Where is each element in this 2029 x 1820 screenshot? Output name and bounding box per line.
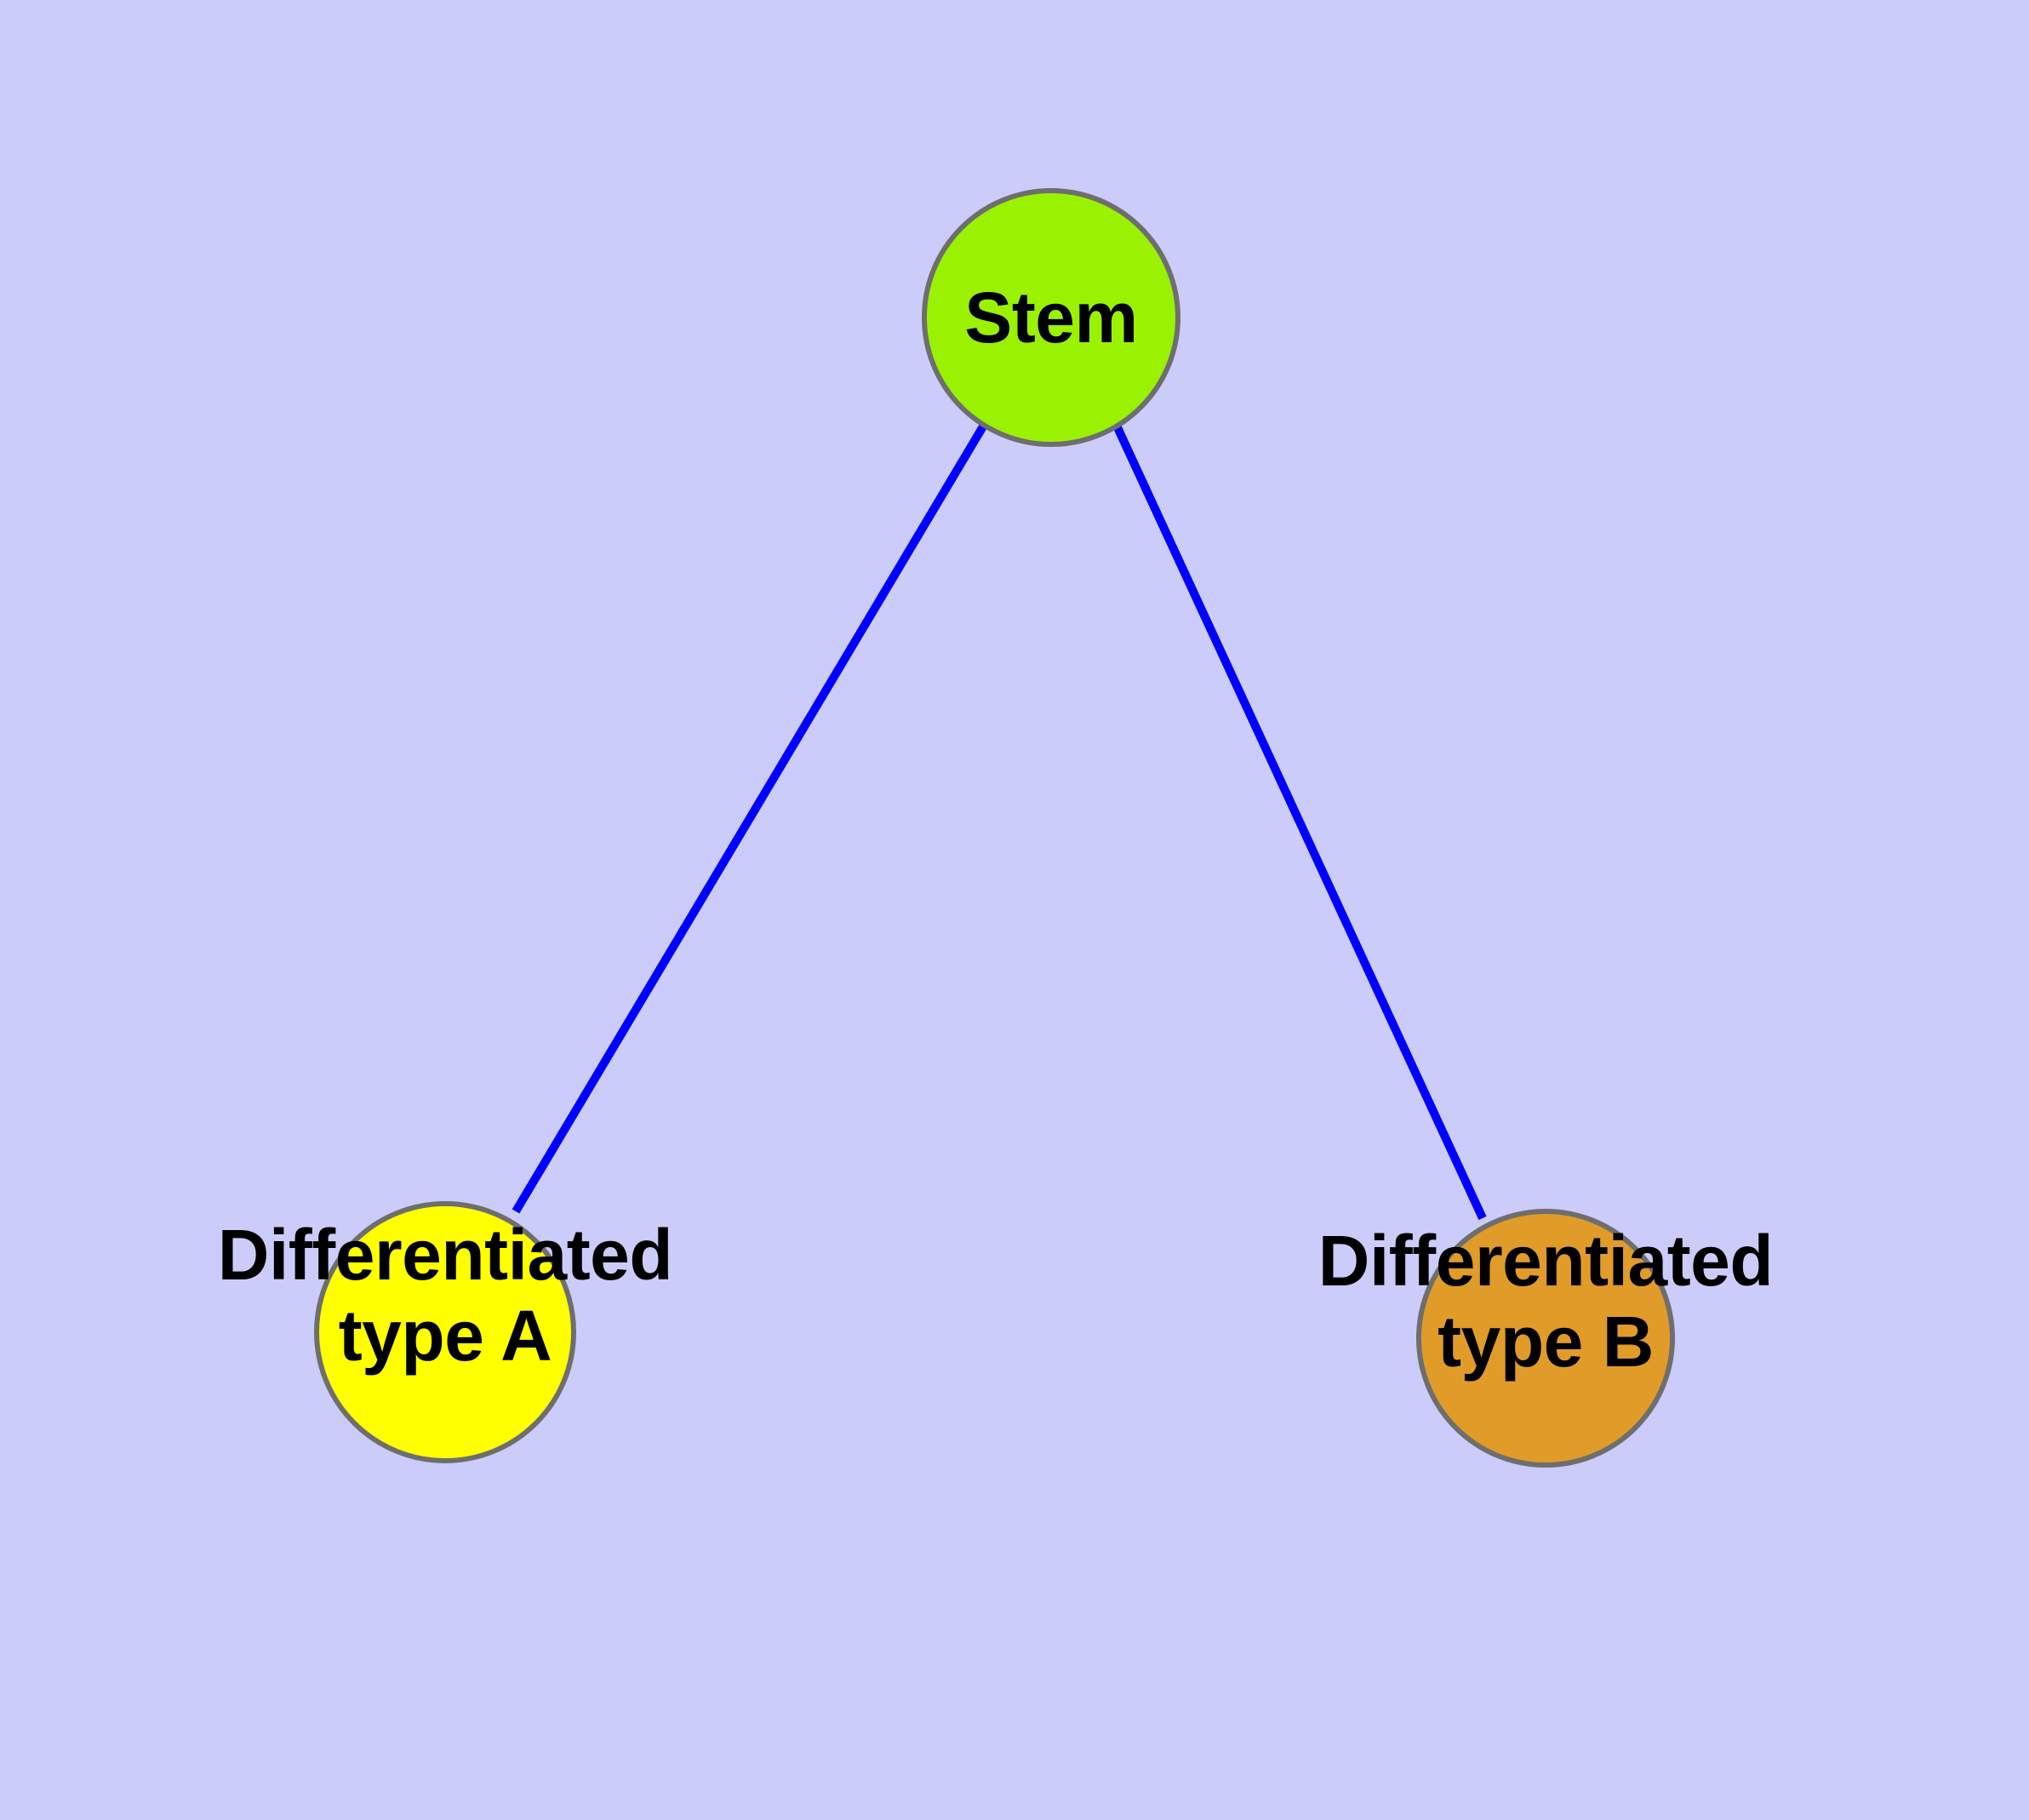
node-differentiated-type-a[interactable] [314, 1201, 576, 1463]
node-stem[interactable] [922, 188, 1180, 447]
edge-stem-to-diff-b [1112, 423, 1487, 1221]
edge-stem-to-diff-a [512, 424, 987, 1214]
node-differentiated-type-b[interactable] [1416, 1209, 1675, 1468]
